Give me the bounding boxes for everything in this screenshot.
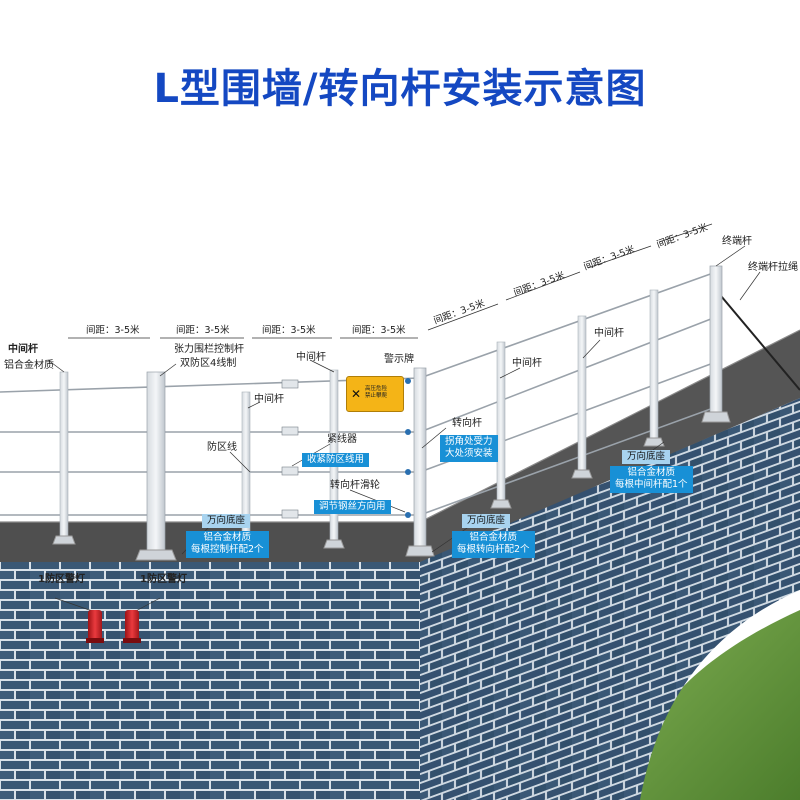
spacing-label: 间距：3-5米 — [262, 325, 316, 336]
callout-base: 万向底座 — [622, 450, 671, 465]
pulleys — [405, 378, 411, 518]
spacing-label: 间距：3-5米 — [176, 325, 230, 336]
spacing-label: 间距：3-5米 — [512, 270, 567, 299]
front-wall — [0, 562, 420, 800]
warning-sign: ✕ 高压危险 禁止攀爬 — [346, 376, 404, 412]
spacing-dimensions — [68, 223, 713, 339]
callout-base-desc: 铝合金材质 每根转向杆配2个 — [452, 531, 535, 558]
side-wall — [418, 398, 800, 800]
label-alu-material: 铝合金材质 — [4, 360, 54, 371]
callout-base-desc: 铝合金材质 每根控制杆配2个 — [186, 531, 269, 558]
label-mid-pole: 中间杆 — [594, 328, 624, 339]
spacing-label: 间距：3-5米 — [352, 325, 406, 336]
label-mid-pole: 中间杆 — [296, 352, 326, 363]
end-pole-guy-wire — [715, 289, 800, 391]
label-turn-pulley: 转向杆滑轮 — [330, 480, 380, 491]
label-tension-pole: 张力围栏控制杆 — [174, 344, 244, 355]
page-title: L型围墙/转向杆安装示意图 — [153, 66, 647, 112]
label-turn-pole: 转向杆 — [452, 418, 482, 429]
callout-base: 万向底座 — [202, 514, 251, 529]
warning-sign-icon: ✕ — [351, 387, 362, 401]
label-mid-pole: 中间杆 — [512, 358, 542, 369]
label-zone-line: 防区线 — [207, 442, 237, 453]
spacing-label: 间距：3-5米 — [86, 325, 140, 336]
callout-base-desc: 铝合金材质 每根中间杆配1个 — [610, 466, 693, 493]
callout-base: 万向底座 — [462, 514, 511, 529]
sign-text: 高压危险 禁止攀爬 — [365, 386, 388, 400]
spacing-label: 间距：3-5米 — [432, 298, 487, 327]
callout-tighten-line: 收紧防区线用 — [302, 453, 370, 468]
grass-slope — [620, 610, 800, 800]
alarm-light-icon — [123, 610, 141, 643]
tighteners — [281, 379, 299, 519]
label-warning-sign: 警示牌 — [384, 354, 414, 365]
spacing-label: 间距：3-5米 — [655, 222, 710, 251]
label-alarm: 1防区警灯 — [38, 574, 85, 585]
label-mid-pole: 中间杆 — [8, 344, 38, 355]
label-alarm: 1防区警灯 — [140, 574, 187, 585]
label-mid-pole: 中间杆 — [254, 394, 284, 405]
callout-corner-force: 拐角处受力 大处须安装 — [440, 435, 498, 462]
label-end-guy: 终端杆拉绳 — [748, 262, 798, 273]
callout-adjust-wire: 调节钢丝方向用 — [314, 500, 391, 515]
spacing-label: 间距：3-5米 — [582, 244, 637, 273]
label-dual-zone: 双防区4线制 — [180, 358, 237, 369]
label-end-pole: 终端杆 — [722, 236, 752, 247]
alarm-light-icon — [86, 610, 104, 643]
label-tightener: 紧线器 — [327, 434, 357, 445]
